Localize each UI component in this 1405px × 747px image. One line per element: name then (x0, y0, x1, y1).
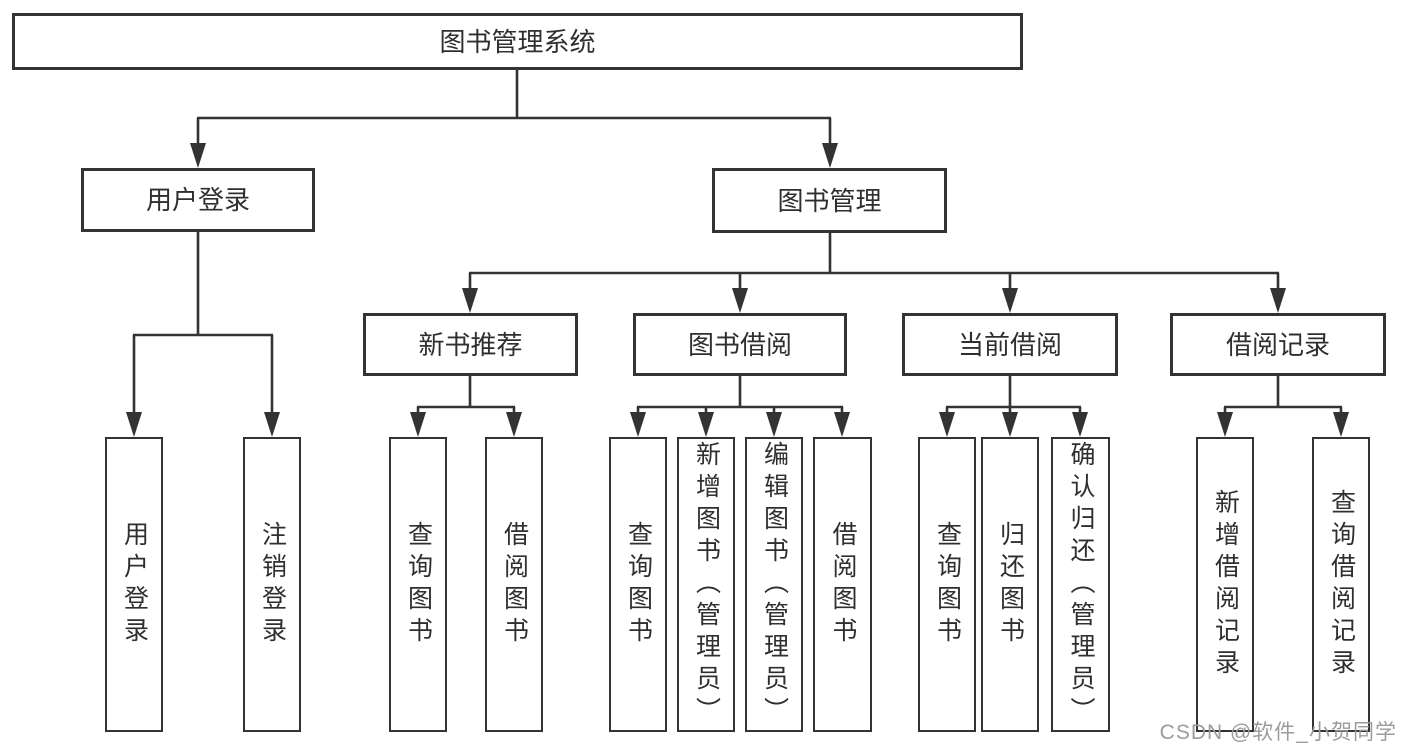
node-borrow-records: 借阅记录 (1170, 313, 1386, 376)
leaf-borrow-books-recommend: 借阅图书 (485, 437, 543, 732)
leaf-add-book-admin: 新增图书（管理员） (677, 437, 735, 732)
leaf-query-books-borrowing: 查询图书 (609, 437, 667, 732)
leaf-borrow-books-borrowing: 借阅图书 (813, 437, 872, 732)
leaf-user-login: 用户登录 (105, 437, 163, 732)
leaf-query-borrow-record: 查询借阅记录 (1312, 437, 1370, 732)
leaf-query-books-recommend: 查询图书 (389, 437, 447, 732)
node-book-management: 图书管理 (712, 168, 947, 233)
node-user-login: 用户登录 (81, 168, 315, 232)
node-current-borrowing: 当前借阅 (902, 313, 1118, 376)
leaf-query-books-current: 查询图书 (918, 437, 976, 732)
leaf-edit-book-admin: 编辑图书（管理员） (745, 437, 803, 732)
leaf-logout: 注销登录 (243, 437, 301, 732)
leaf-confirm-return-admin: 确认归还（管理员） (1051, 437, 1110, 732)
leaf-return-book: 归还图书 (981, 437, 1039, 732)
leaf-add-borrow-record: 新增借阅记录 (1196, 437, 1254, 732)
watermark: CSDN @软件_小贺同学 (1159, 721, 1397, 744)
node-new-book-recommend: 新书推荐 (363, 313, 578, 376)
node-library-management-system: 图书管理系统 (12, 13, 1023, 70)
node-book-borrowing: 图书借阅 (633, 313, 847, 376)
